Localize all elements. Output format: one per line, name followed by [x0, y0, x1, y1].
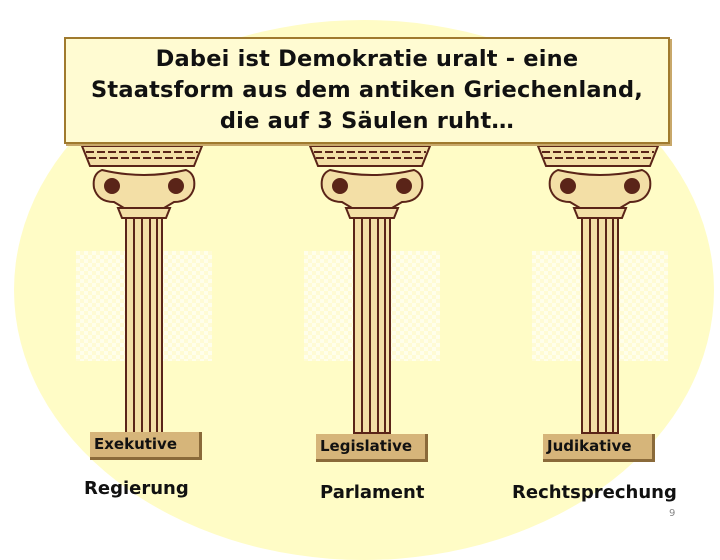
- ionic-column-icon: [80, 145, 204, 434]
- title-line-3: die auf 3 Säulen ruht…: [219, 108, 515, 134]
- ionic-column-icon: [308, 145, 432, 434]
- plinth-legislative: Legislative: [316, 434, 428, 462]
- caption-parlament: Parlament: [320, 482, 425, 503]
- title-line-2: Staatsform aus dem antiken Griechenland,: [90, 77, 644, 103]
- page-number: 9: [669, 508, 676, 519]
- plinth-judicative: Judikative: [543, 434, 655, 462]
- column-legislative: [302, 136, 442, 466]
- plinth-executive: Exekutive: [90, 432, 202, 460]
- column-executive: [74, 136, 214, 466]
- ionic-column-icon: [536, 145, 660, 434]
- slide-title-box: Dabei ist Demokratie uralt - eine Staats…: [64, 37, 670, 144]
- caption-regierung: Regierung: [84, 478, 189, 499]
- plinth-label: Exekutive: [94, 435, 178, 453]
- title-line-1: Dabei ist Demokratie uralt - eine: [155, 46, 579, 72]
- plinth-label: Judikative: [547, 437, 632, 455]
- caption-rechtsprechung: Rechtsprechung: [512, 482, 677, 503]
- column-judicative: [530, 136, 670, 466]
- plinth-label: Legislative: [320, 437, 413, 455]
